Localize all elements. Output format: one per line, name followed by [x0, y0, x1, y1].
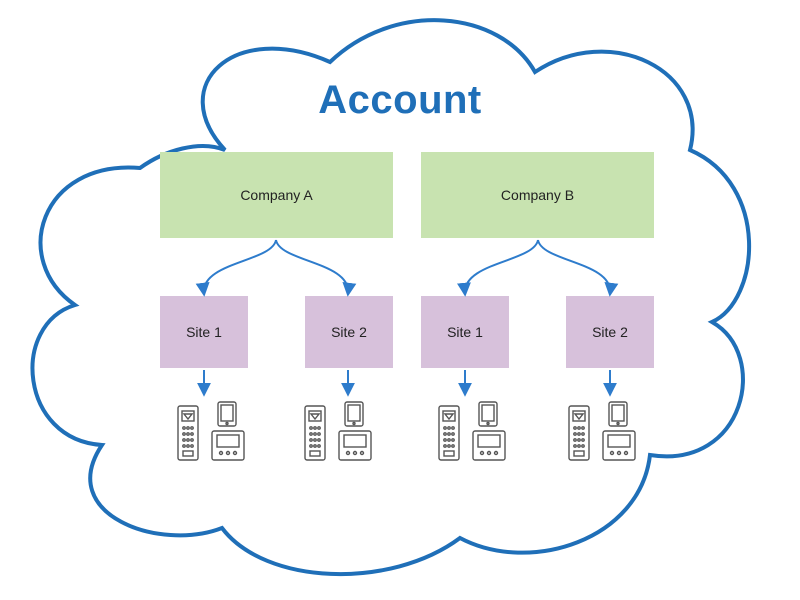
- indoor-monitor-icon: [602, 430, 636, 461]
- site-label: Site 2: [592, 324, 628, 340]
- device-group: [304, 401, 372, 461]
- indoor-monitor-icon: [211, 430, 245, 461]
- tablet-icon: [478, 401, 498, 427]
- tablet-icon: [608, 401, 628, 427]
- door-phone-icon: [438, 405, 460, 461]
- company-b-site-1-box: Site 1: [421, 296, 509, 368]
- site-label: Site 1: [447, 324, 483, 340]
- device-group: [177, 401, 245, 461]
- tablet-icon: [217, 401, 237, 427]
- door-phone-icon: [177, 405, 199, 461]
- tablet-icon: [344, 401, 364, 427]
- device-group: [568, 401, 636, 461]
- company-b-site-2-box: Site 2: [566, 296, 654, 368]
- account-title: Account: [318, 78, 482, 122]
- indoor-monitor-icon: [472, 430, 506, 461]
- company-a-label: Company A: [240, 187, 313, 203]
- door-phone-icon: [304, 405, 326, 461]
- device-group: [438, 401, 506, 461]
- door-phone-icon: [568, 405, 590, 461]
- company-a-box: Company A: [160, 152, 393, 238]
- company-b-label: Company B: [500, 187, 575, 203]
- company-a-site-2-box: Site 2: [305, 296, 393, 368]
- site-label: Site 1: [186, 324, 222, 340]
- site-label: Site 2: [331, 324, 367, 340]
- company-b-box: Company B: [421, 152, 654, 238]
- indoor-monitor-icon: [338, 430, 372, 461]
- company-a-site-1-box: Site 1: [160, 296, 248, 368]
